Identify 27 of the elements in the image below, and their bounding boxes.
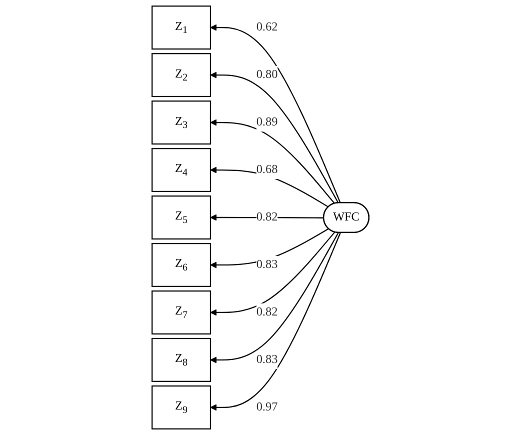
edge-label: 0.83: [256, 353, 278, 366]
arrow: [210, 214, 324, 221]
node-box: Z$_{2}$: [152, 53, 212, 98]
arrow: [210, 72, 339, 204]
edge-label: 0.89: [256, 116, 278, 129]
node-box: Z$_{6}$: [152, 242, 212, 287]
node-box: Z$_{1}$: [152, 6, 212, 50]
node-box: Z$_{9}$: [152, 385, 212, 430]
arrow: [210, 119, 336, 204]
node-box: Z$_{7}$: [152, 290, 212, 334]
node-box: Z$_{5}$: [152, 195, 212, 240]
arrow: [210, 232, 339, 364]
arrow: [210, 232, 336, 316]
arrow: [210, 166, 329, 208]
node-box: Z$_{3}$: [152, 100, 212, 145]
node-box: Z$_{4}$: [152, 148, 212, 192]
edge-label: 0.82: [256, 306, 278, 319]
node-box: Z$_{8}$: [152, 338, 212, 382]
arrow: [210, 232, 341, 411]
edge-label: 0.80: [256, 68, 278, 82]
edge-label: 0.82: [256, 210, 278, 224]
edge-label: 0.62: [256, 20, 278, 34]
edge-label: 0.97: [256, 400, 278, 414]
edge-label: 0.68: [256, 163, 278, 176]
arrow: [210, 228, 329, 268]
arrow: [210, 24, 341, 204]
edge-label: 0.83: [256, 258, 278, 272]
